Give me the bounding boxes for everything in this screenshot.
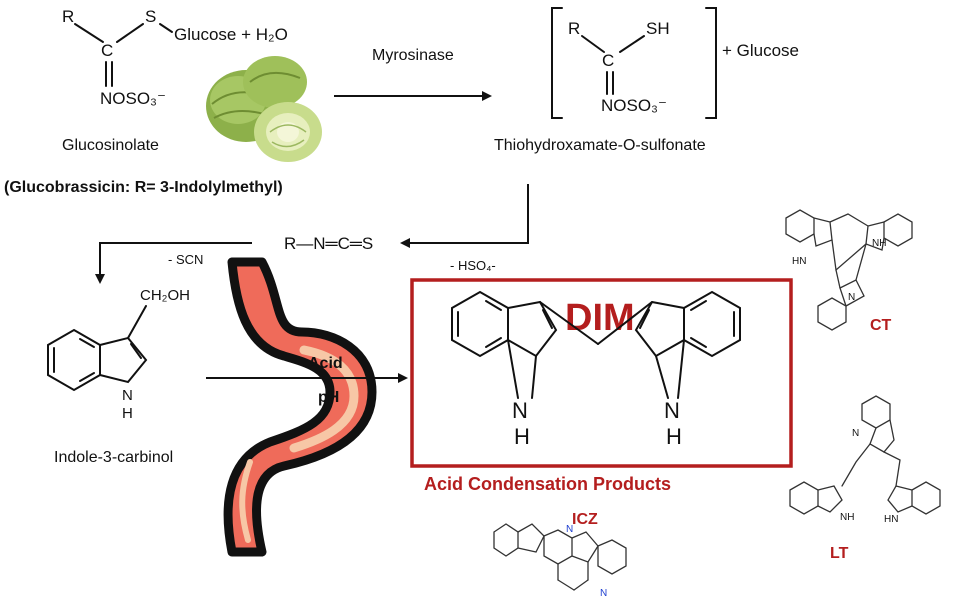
lt-structure: N NH HN — [789, 395, 941, 525]
ct-n-bottom: N — [848, 292, 855, 303]
glucosinolate-structure: R C S Glucose + H₂O NOSO₃⁻ Glucosinolate… — [4, 7, 288, 196]
dim-label: DIM — [565, 297, 635, 339]
ct-nh-right: NH — [872, 238, 886, 249]
elimination-arrow — [400, 184, 529, 248]
carbon-atom-intermediate: C — [602, 51, 614, 70]
indole-nitrogen: N — [122, 387, 133, 404]
minus-hso4-label: - HSO₄- — [450, 258, 496, 273]
brussels-sprouts-image — [206, 56, 322, 162]
thiohydroxamate-label: Thiohydroxamate-O-sulfonate — [494, 137, 706, 154]
r-group-intermediate: R — [568, 19, 580, 38]
dim-structure: N H N H — [451, 290, 741, 449]
stomach-illustration: Acid pH — [223, 257, 377, 557]
ct-nh-left: HN — [792, 256, 806, 267]
carbon-atom: C — [101, 41, 113, 60]
glucosinolate-label: Glucosinolate — [62, 137, 159, 154]
ct-label: CT — [870, 317, 892, 334]
icz-label: ICZ — [572, 511, 598, 528]
r-group: R — [62, 7, 74, 26]
isothiocyanate-formula: R—N═C═S — [284, 234, 373, 253]
icz-nitrogen-top: N — [566, 524, 573, 535]
dim-hydrogen-left: H — [514, 424, 530, 449]
indole-hydrogen: H — [122, 405, 133, 422]
lt-hn-right: HN — [884, 514, 898, 525]
dim-nitrogen-right: N — [664, 398, 680, 423]
nosulfate-group: NOSO₃⁻ — [100, 89, 166, 108]
glucobrassicin-label: (Glucobrassicin: R= 3-Indolylmethyl) — [4, 179, 283, 196]
acid-label: Acid — [308, 355, 343, 372]
lt-label: LT — [830, 545, 849, 562]
minus-scn-label: - SCN — [168, 252, 203, 267]
icz-structure: N N — [493, 523, 627, 599]
lt-nh-left: NH — [840, 512, 854, 523]
sulfur-atom: S — [145, 7, 156, 26]
indole-3-carbinol-label: Indole-3-carbinol — [54, 449, 173, 466]
ct-structure: HN NH N — [785, 209, 913, 331]
dim-nitrogen-left: N — [512, 398, 528, 423]
myrosinase-label: Myrosinase — [372, 47, 454, 64]
indole-3-carbinol-structure: CH₂OH N H Indole-3-carbinol — [47, 287, 190, 466]
thiohydroxamate-structure: R C SH NOSO₃⁻ + Glucose Thiohydroxamate-… — [494, 7, 799, 154]
ch2oh-group: CH₂OH — [140, 287, 190, 304]
scn-loss-arrow — [95, 242, 252, 284]
dim-hydrogen-right: H — [666, 424, 682, 449]
plus-glucose-label: + Glucose — [722, 41, 799, 60]
icz-nitrogen-bottom: N — [600, 588, 607, 599]
thiol-group: SH — [646, 19, 670, 38]
dim-box — [410, 278, 793, 468]
acid-condensation-caption: Acid Condensation Products — [424, 474, 671, 494]
lt-n-top: N — [852, 428, 859, 439]
nosulfate-group-intermediate: NOSO₃⁻ — [601, 96, 667, 115]
glucose-h2o-label: Glucose + H₂O — [174, 25, 288, 44]
ph-label: pH — [318, 389, 339, 406]
